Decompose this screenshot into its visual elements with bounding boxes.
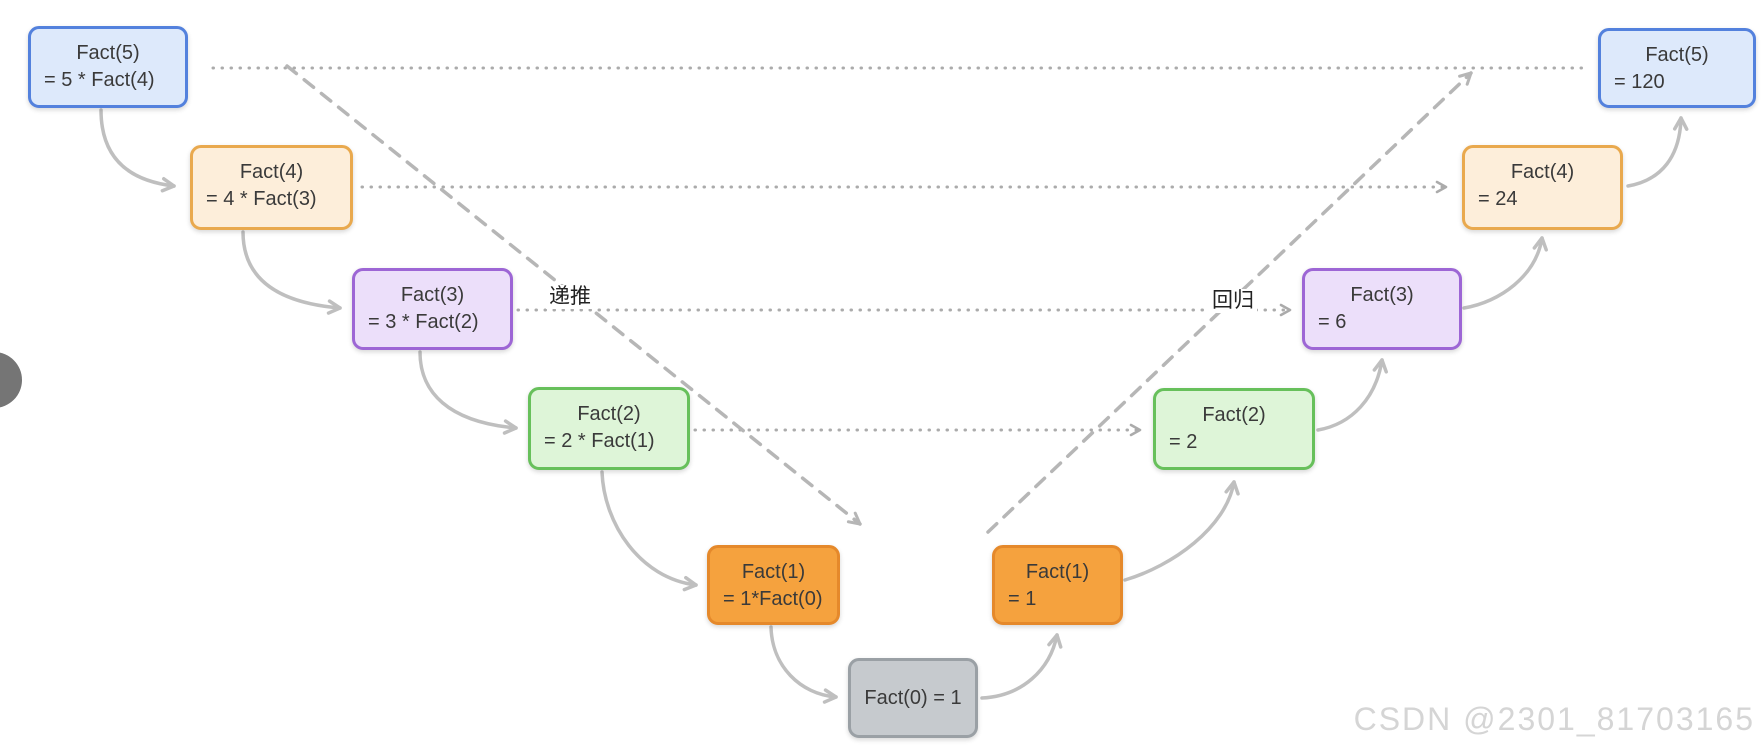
node-fact4-return: Fact(4) = 24 bbox=[1462, 145, 1623, 230]
node-fact5-return: Fact(5) = 120 bbox=[1598, 28, 1756, 108]
node-fact1-call: Fact(1) = 1*Fact(0) bbox=[707, 545, 840, 625]
node-title: Fact(3) bbox=[1350, 284, 1414, 306]
node-expression: = 3 * Fact(2) bbox=[368, 311, 479, 333]
call-arrow-1to0 bbox=[769, 625, 838, 704]
node-fact3-return: Fact(3) = 6 bbox=[1302, 268, 1462, 350]
node-title: Fact(1) bbox=[741, 561, 806, 583]
node-value: = 24 bbox=[1478, 188, 1518, 210]
node-title: Fact(2) bbox=[1202, 404, 1266, 426]
node-value: = 120 bbox=[1614, 71, 1665, 93]
node-expression: = 5 * Fact(4) bbox=[44, 69, 155, 91]
node-fact1-return: Fact(1) = 1 bbox=[992, 545, 1123, 625]
return-arrow-1to2 bbox=[1123, 480, 1240, 582]
node-fact2-return: Fact(2) = 2 bbox=[1153, 388, 1315, 470]
node-title: Fact(2) bbox=[577, 403, 641, 425]
return-label: 回归 bbox=[1209, 289, 1257, 313]
node-fact3-call: Fact(3) = 3 * Fact(2) bbox=[352, 268, 513, 350]
call-arrow-3to2 bbox=[418, 350, 518, 435]
node-value: = 1 bbox=[1008, 588, 1037, 610]
node-title: Fact(0) = 1 bbox=[864, 686, 962, 709]
node-fact2-call: Fact(2) = 2 * Fact(1) bbox=[528, 387, 690, 470]
node-fact4-call: Fact(4) = 4 * Fact(3) bbox=[190, 145, 353, 230]
call-arrow-4to3 bbox=[241, 230, 342, 315]
node-value: = 6 bbox=[1318, 311, 1347, 333]
node-title: Fact(1) bbox=[1025, 561, 1090, 583]
return-arrow-4to5 bbox=[1626, 116, 1689, 188]
recursion-descend-arrow bbox=[285, 64, 862, 526]
node-fact5-call: Fact(5) = 5 * Fact(4) bbox=[28, 26, 188, 108]
node-expression: = 4 * Fact(3) bbox=[206, 188, 317, 210]
node-value: = 2 bbox=[1169, 431, 1198, 453]
return-arrow-3to4 bbox=[1462, 236, 1548, 310]
edge-drawer-handle[interactable] bbox=[0, 352, 22, 408]
call-arrow-2to1 bbox=[600, 470, 698, 592]
node-expression: = 2 * Fact(1) bbox=[544, 430, 655, 452]
node-expression: = 1*Fact(0) bbox=[723, 588, 823, 610]
node-title: Fact(5) bbox=[76, 42, 140, 64]
node-title: Fact(5) bbox=[1645, 44, 1709, 66]
node-fact0-base: Fact(0) = 1 bbox=[848, 658, 978, 738]
node-title: Fact(4) bbox=[1510, 161, 1575, 183]
recursion-label: 递推 bbox=[546, 285, 594, 309]
node-title: Fact(3) bbox=[400, 284, 465, 306]
call-arrow-5to4 bbox=[99, 108, 176, 193]
return-arrow-0to1 bbox=[980, 633, 1063, 700]
return-arrow-2to3 bbox=[1316, 358, 1388, 432]
watermark: CSDN @2301_81703165 bbox=[1353, 701, 1755, 737]
node-title: Fact(4) bbox=[239, 161, 304, 183]
